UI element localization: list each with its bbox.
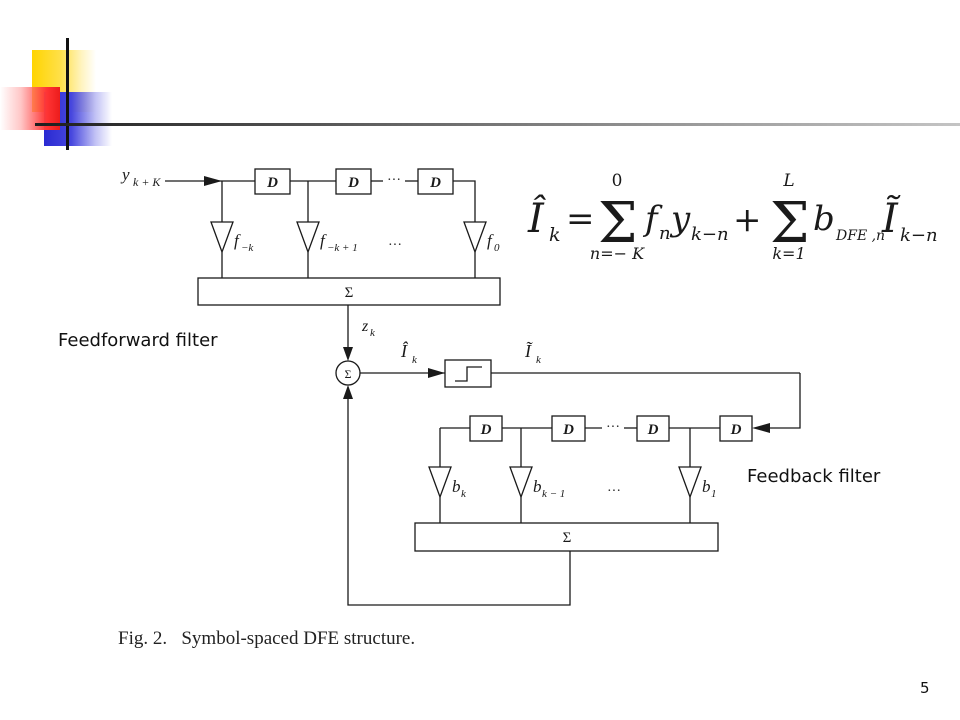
eq-i-tilde: Ĩ bbox=[881, 195, 901, 242]
adder-symbol: Σ bbox=[345, 367, 352, 381]
eq-plus: + bbox=[733, 200, 762, 240]
eq-sum1-upper: 0 bbox=[612, 171, 623, 191]
page-number: 5 bbox=[920, 679, 930, 697]
feedback-loop-line bbox=[347, 388, 571, 606]
fb-summation-box bbox=[414, 522, 719, 552]
eq-sum1-lower: n=− K bbox=[590, 244, 645, 263]
feedforward-filter-label: Feedforward filter bbox=[58, 330, 218, 351]
decision-symbol: Ĩ bbox=[524, 341, 533, 361]
z-arrowhead bbox=[343, 347, 353, 361]
eq-i-subscript: k−n bbox=[900, 225, 938, 246]
fb-tap-ellipsis: ··· bbox=[607, 484, 621, 499]
fb-tap-subscript: k bbox=[461, 488, 467, 500]
ff-delay-ellipsis: ··· bbox=[387, 173, 401, 188]
ff-tap-gain bbox=[296, 221, 320, 254]
ff-delay-box bbox=[335, 168, 372, 195]
ff-delay-label: D bbox=[347, 175, 359, 191]
decision-section: z k Σ Î k Ĩ k bbox=[335, 305, 801, 433]
feedback-loop-arrowhead bbox=[343, 385, 353, 399]
logo-red-square bbox=[0, 87, 60, 130]
feedback-filter-diagram: D D ··· D D b k b k − 1 b 1 ··· Σ bbox=[343, 385, 753, 606]
fb-tap-symbol: b bbox=[702, 477, 711, 496]
dfe-equation: Î k = Σ 0 n=− K f n y k−n + Σ L k=1 b DF… bbox=[527, 171, 938, 263]
decision-subscript: k bbox=[536, 354, 542, 366]
input-symbol: y bbox=[120, 165, 130, 184]
fb-tap-symbol: b bbox=[533, 477, 542, 496]
feedback-filter-label: Feedback filter bbox=[747, 466, 881, 487]
ff-tap-gain bbox=[463, 221, 487, 254]
decision-device-box bbox=[444, 359, 492, 388]
decision-step-icon bbox=[455, 366, 482, 382]
ff-summation-symbol: Σ bbox=[345, 285, 354, 301]
eq-lhs-subscript: k bbox=[549, 224, 561, 246]
ff-tap-symbol: f bbox=[320, 231, 327, 250]
eq-sum2-upper: L bbox=[782, 171, 794, 191]
eq-b: b bbox=[813, 199, 835, 239]
fb-tap-symbol: b bbox=[452, 477, 461, 496]
ff-delay-label: D bbox=[429, 175, 441, 191]
eq-y-subscript: k−n bbox=[691, 224, 729, 245]
fb-delay-label: D bbox=[562, 422, 574, 438]
fb-tap-subscript: k − 1 bbox=[542, 488, 565, 500]
estimate-arrowhead bbox=[428, 368, 445, 378]
ff-tap-subscript: −k bbox=[241, 242, 254, 254]
eq-sum2-symbol: Σ bbox=[770, 191, 810, 256]
ff-delay-label: D bbox=[266, 175, 278, 191]
ff-line bbox=[453, 180, 476, 222]
ff-tap-symbol: f bbox=[234, 231, 241, 250]
estimate-symbol: Î bbox=[400, 340, 409, 361]
figure-caption: Fig. 2. Symbol-spaced DFE structure. bbox=[118, 628, 416, 649]
eq-sum2-lower: k=1 bbox=[772, 244, 805, 263]
eq-b-subscript: DFE ,n bbox=[835, 228, 885, 244]
z-subscript: k bbox=[370, 327, 376, 339]
logo-vertical-line bbox=[66, 38, 69, 150]
fb-tap-gain bbox=[428, 466, 452, 499]
z-symbol: z bbox=[361, 318, 369, 335]
estimate-subscript: k bbox=[412, 354, 418, 366]
ff-tap-gain bbox=[210, 221, 234, 254]
fb-delay-ellipsis: ··· bbox=[606, 420, 620, 435]
fb-tap-gain bbox=[509, 466, 533, 499]
fb-delay-label: D bbox=[730, 422, 742, 438]
feedforward-filter-diagram: y k + K D D ··· D f −k f −k + 1 f 0 ··· … bbox=[120, 165, 501, 306]
eq-f-subscript: n bbox=[659, 223, 671, 244]
feedback-input-arrowhead bbox=[752, 423, 770, 433]
fb-tap-subscript: 1 bbox=[711, 488, 717, 500]
ff-tap-ellipsis: ··· bbox=[388, 238, 402, 253]
fb-tap-gain bbox=[678, 466, 702, 499]
title-rule bbox=[35, 123, 960, 126]
ff-tap-subscript: 0 bbox=[494, 242, 500, 254]
fb-summation-symbol: Σ bbox=[563, 530, 572, 546]
input-subscript: k + K bbox=[133, 175, 161, 189]
fb-delay-label: D bbox=[647, 422, 659, 438]
feedback-input-line bbox=[768, 373, 801, 429]
eq-equals: = bbox=[566, 199, 595, 239]
fb-delay-box bbox=[636, 415, 670, 442]
ff-tap-symbol: f bbox=[487, 231, 494, 250]
ff-tap-subscript: −k + 1 bbox=[327, 242, 358, 254]
fb-delay-box bbox=[469, 415, 503, 442]
fb-delay-label: D bbox=[480, 422, 492, 438]
fb-delay-box bbox=[551, 415, 586, 442]
input-arrowhead bbox=[204, 176, 222, 186]
fb-delay-box bbox=[719, 415, 753, 442]
eq-sum1-symbol: Σ bbox=[598, 191, 638, 256]
eq-lhs-symbol: Î bbox=[527, 195, 547, 242]
eq-y: y bbox=[669, 199, 691, 239]
ff-summation-box bbox=[197, 277, 501, 306]
